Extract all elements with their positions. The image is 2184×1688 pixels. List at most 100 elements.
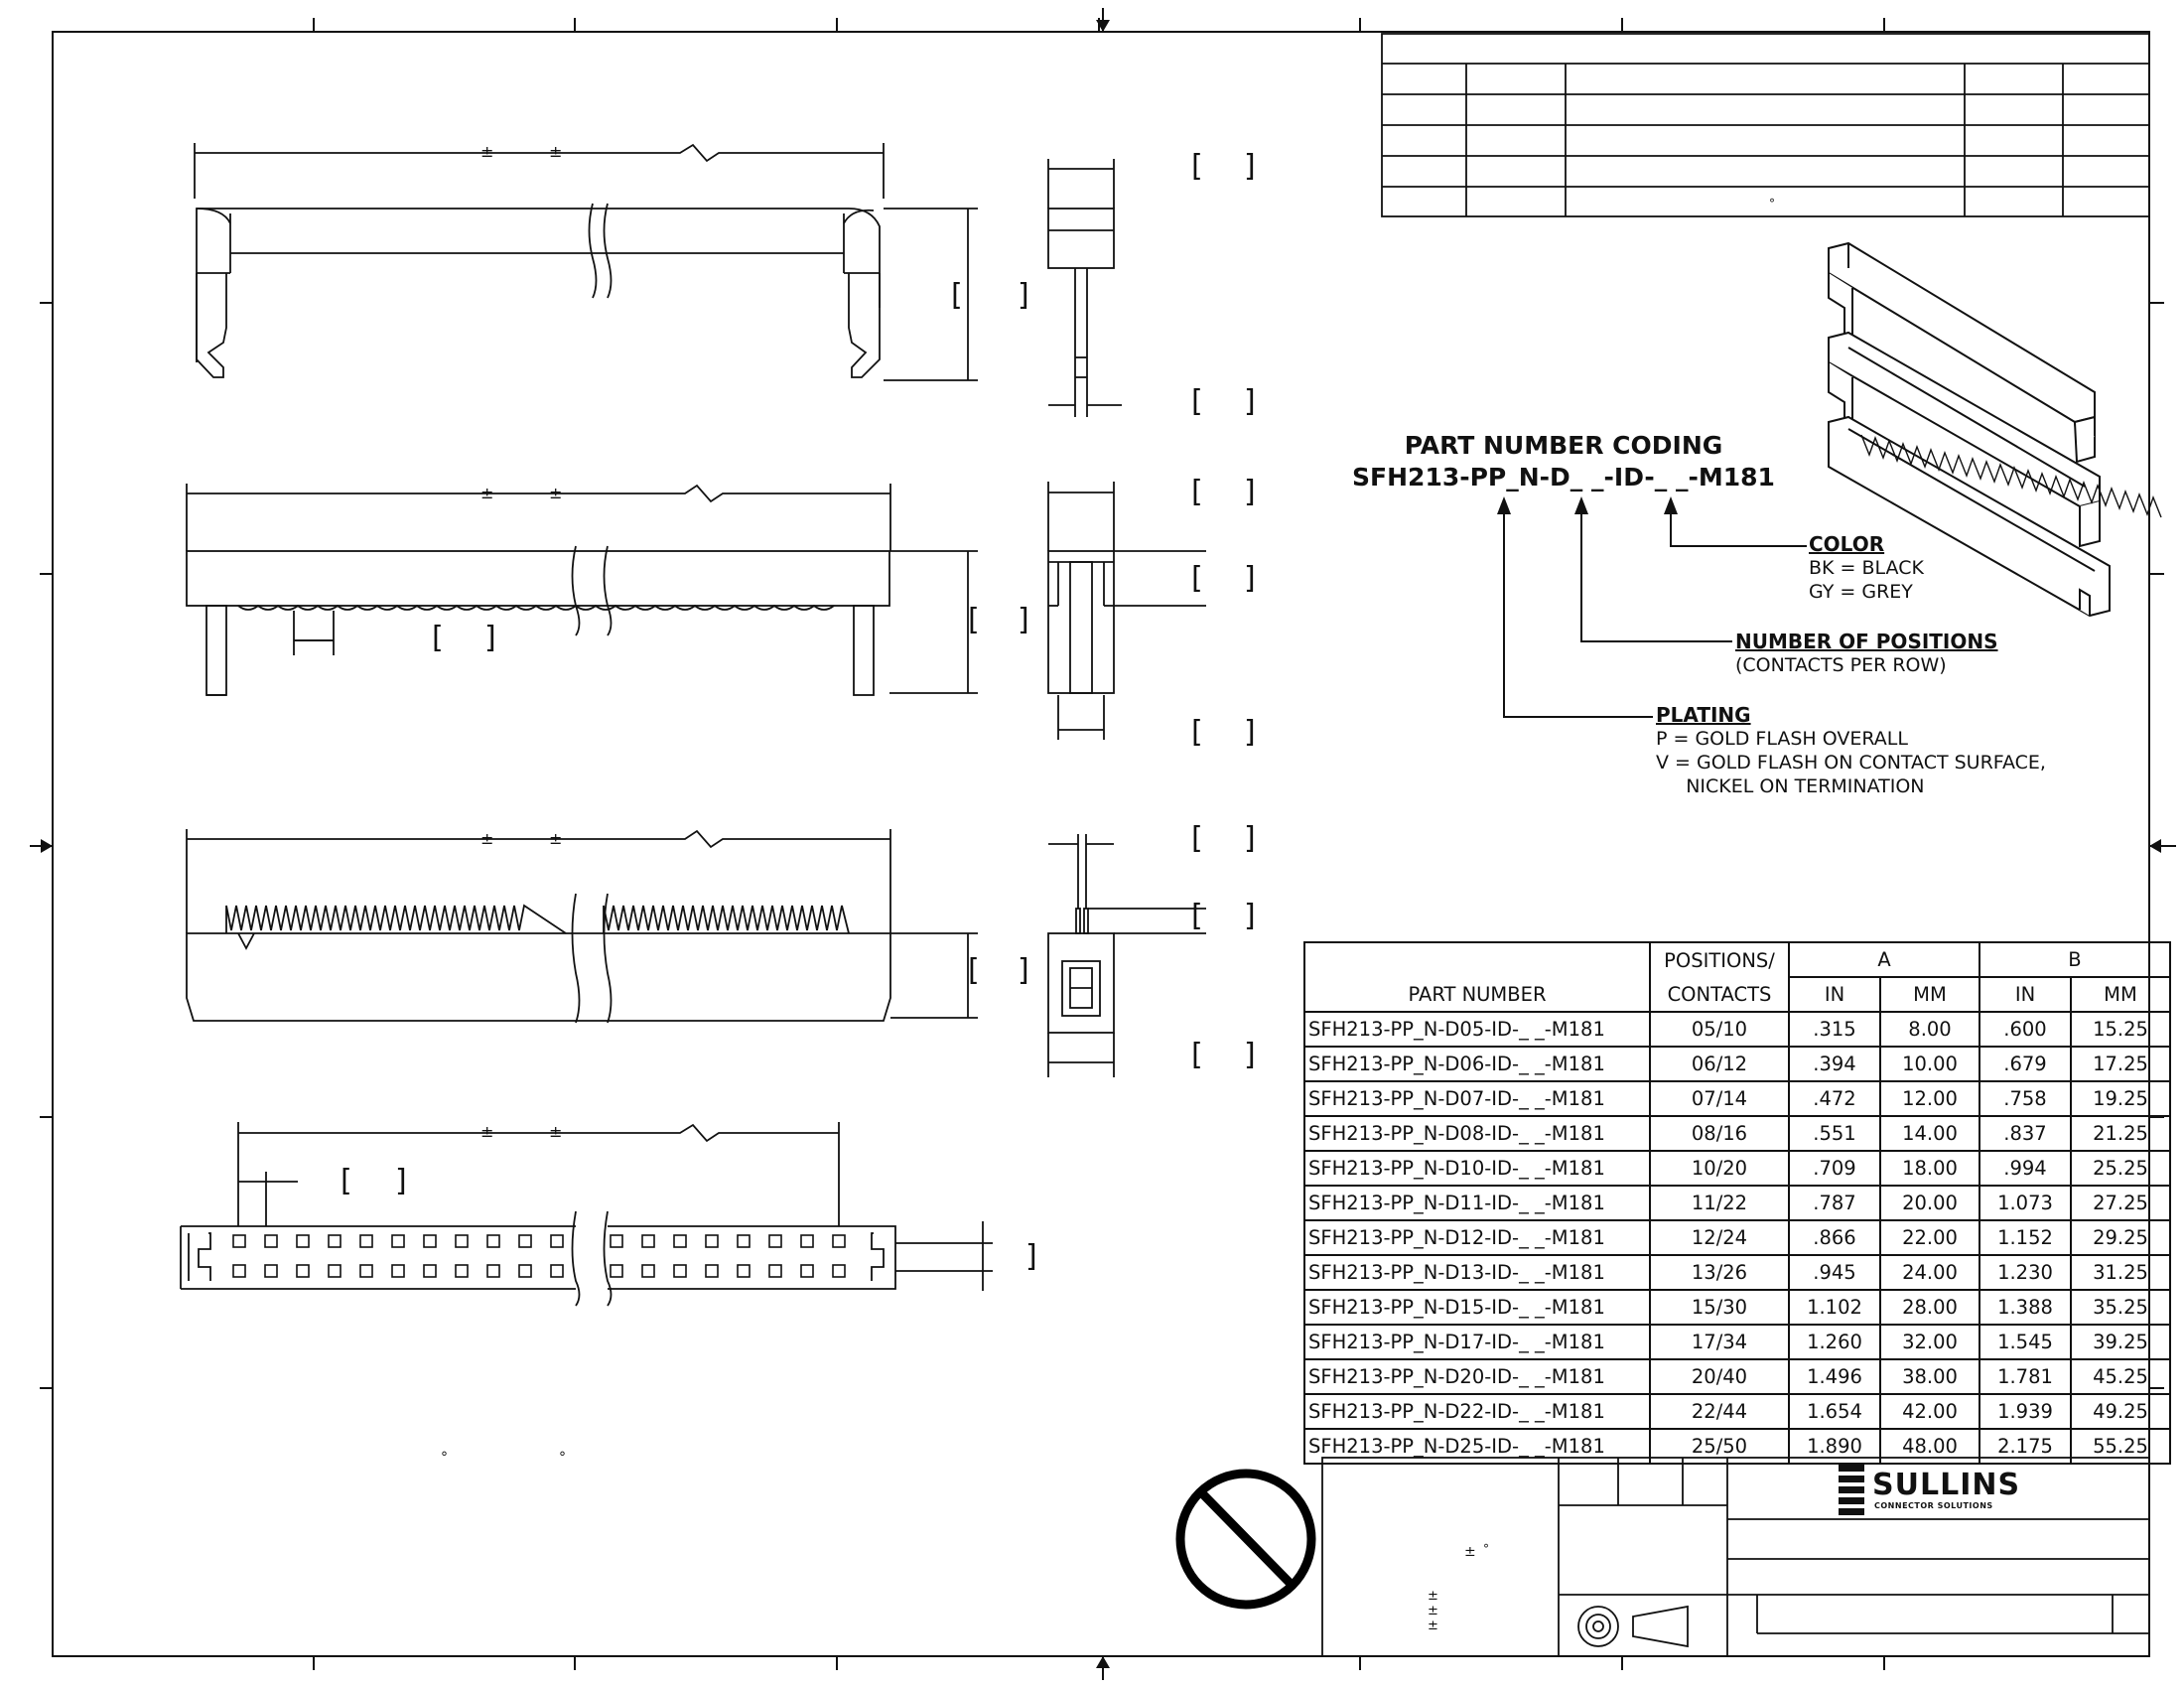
cell-positions: 25/50 — [1649, 1428, 1790, 1465]
bracket-open: [ — [341, 1164, 352, 1198]
cell-a-in: 1.260 — [1788, 1324, 1881, 1360]
cell-positions: 07/14 — [1649, 1080, 1790, 1117]
logo-brand: SULLINS — [1872, 1468, 2021, 1502]
logo-tagline: CONNECTOR SOLUTIONS — [1874, 1501, 1993, 1510]
cell-positions: 15/30 — [1649, 1289, 1790, 1326]
header-contacts: CONTACTS — [1649, 977, 1790, 1013]
header-a-mm: MM — [1879, 976, 1980, 1013]
bracket-open: [ — [1191, 475, 1203, 509]
cell-b-in: .994 — [1979, 1150, 2072, 1187]
cell-b-in: 1.781 — [1979, 1358, 2072, 1395]
degree-mark: ° — [1769, 197, 1775, 211]
pm-mark: ± — [480, 142, 494, 161]
cell-b-mm: 25.25 — [2070, 1150, 2171, 1187]
pm-mark: ± — [480, 484, 494, 502]
cell-a-in: .866 — [1788, 1219, 1881, 1256]
bracket-close: ] — [1244, 561, 1256, 596]
table-header-row: POSITIONS/ A B — [1303, 941, 2171, 978]
cell-a-mm: 18.00 — [1879, 1150, 1980, 1187]
title-block — [1321, 1457, 2150, 1657]
cell-b-in: 1.152 — [1979, 1219, 2072, 1256]
header-a: A — [1788, 941, 1980, 978]
header-part-number: PART NUMBER — [1303, 977, 1651, 1013]
cell-a-mm: 10.00 — [1879, 1046, 1980, 1082]
cell-a-mm: 42.00 — [1879, 1393, 1980, 1430]
bracket-close: ] — [1244, 149, 1256, 184]
cell-a-mm: 8.00 — [1879, 1011, 1980, 1048]
cell-positions: 10/20 — [1649, 1150, 1790, 1187]
cell-a-in: 1.496 — [1788, 1358, 1881, 1395]
bracket-open: [ — [1191, 149, 1203, 184]
sullins-logo-icon — [1839, 1465, 1864, 1515]
cell-part-number: SFH213-PP_N-D25-ID-_ _-M181 — [1303, 1428, 1651, 1465]
pm-mark: ± — [1464, 1544, 1476, 1560]
cell-a-mm: 20.00 — [1879, 1185, 1980, 1221]
cell-positions: 20/40 — [1649, 1358, 1790, 1395]
cell-part-number: SFH213-PP_N-D22-ID-_ _-M181 — [1303, 1393, 1651, 1430]
bracket-open: [ — [1191, 561, 1203, 596]
legend-color: COLOR BK = BLACK GY = GREY — [1809, 532, 1924, 604]
cell-part-number: SFH213-PP_N-D06-ID-_ _-M181 — [1303, 1046, 1651, 1082]
cell-part-number: SFH213-PP_N-D13-ID-_ _-M181 — [1303, 1254, 1651, 1291]
cell-positions: 06/12 — [1649, 1046, 1790, 1082]
pm-mark: ± — [480, 829, 494, 848]
cell-b-mm: 55.25 — [2070, 1428, 2171, 1465]
pm-mark: ± — [549, 829, 563, 848]
cell-a-mm: 22.00 — [1879, 1219, 1980, 1256]
cell-a-in: .472 — [1788, 1080, 1881, 1117]
cell-a-mm: 28.00 — [1879, 1289, 1980, 1326]
cell-positions: 17/34 — [1649, 1324, 1790, 1360]
cell-a-in: .945 — [1788, 1254, 1881, 1291]
bracket-open: [ — [432, 621, 444, 655]
cell-b-in: .600 — [1979, 1011, 2072, 1048]
bracket-open: [ — [1191, 715, 1203, 750]
header-positions: POSITIONS/ — [1649, 941, 1790, 977]
cell-a-mm: 48.00 — [1879, 1428, 1980, 1465]
cell-positions: 12/24 — [1649, 1219, 1790, 1256]
cell-part-number: SFH213-PP_N-D07-ID-_ _-M181 — [1303, 1080, 1651, 1117]
cell-b-mm: 35.25 — [2070, 1289, 2171, 1326]
cell-positions: 08/16 — [1649, 1115, 1790, 1152]
contact-row-bottom — [232, 1264, 846, 1278]
isometric-connector — [1828, 241, 2162, 618]
cell-b-mm: 15.25 — [2070, 1011, 2171, 1048]
header-a-in: IN — [1788, 976, 1881, 1013]
pm-mark: ± — [1428, 1589, 1438, 1604]
bracket-open: [ — [1191, 899, 1203, 933]
cell-part-number: SFH213-PP_N-D08-ID-_ _-M181 — [1303, 1115, 1651, 1152]
contact-row-top — [232, 1234, 846, 1248]
header-part-number-top — [1303, 941, 1651, 977]
cell-b-in: 1.073 — [1979, 1185, 2072, 1221]
cell-a-in: 1.654 — [1788, 1393, 1881, 1430]
coding-leaders — [1503, 504, 1807, 718]
cell-b-mm: 49.25 — [2070, 1393, 2171, 1430]
cell-a-in: 1.890 — [1788, 1428, 1881, 1465]
cell-b-mm: 39.25 — [2070, 1324, 2171, 1360]
cell-positions: 05/10 — [1649, 1011, 1790, 1048]
cell-a-mm: 32.00 — [1879, 1324, 1980, 1360]
cell-a-mm: 24.00 — [1879, 1254, 1980, 1291]
cell-a-in: .315 — [1788, 1011, 1881, 1048]
bracket-close: ] — [1244, 384, 1256, 419]
pm-mark: ± — [549, 1122, 563, 1141]
cell-b-in: 1.545 — [1979, 1324, 2072, 1360]
cell-a-in: .787 — [1788, 1185, 1881, 1221]
cell-a-in: 1.102 — [1788, 1289, 1881, 1326]
header-b: B — [1979, 941, 2171, 978]
legend-color-line: BK = BLACK — [1809, 557, 1924, 579]
legend-plating-line: V = GOLD FLASH ON CONTACT SURFACE, — [1656, 752, 2046, 774]
bracket-close: ] — [1244, 1038, 1256, 1072]
legend-plating-line: NICKEL ON TERMINATION — [1656, 775, 1925, 797]
